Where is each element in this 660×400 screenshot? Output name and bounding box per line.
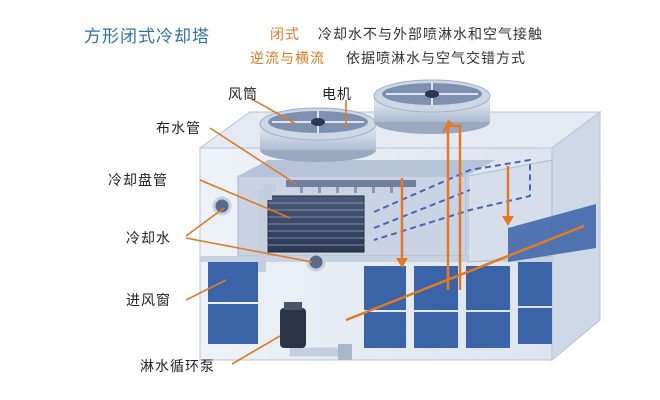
label-coil: 冷却盘管 [108, 173, 168, 189]
water-flow-arrows [345, 120, 585, 322]
air-inlet-louvers [208, 262, 552, 348]
label-motor: 电机 [322, 87, 352, 103]
closed-type-key: 闭式 [270, 27, 300, 43]
label-water-pipe: 布水管 [156, 121, 201, 137]
flow-type-key: 逆流与横流 [250, 51, 325, 67]
diagram-title: 方形闭式冷却塔 [84, 27, 210, 47]
fan-right [373, 79, 491, 134]
water-distribution-pipe [286, 180, 416, 193]
coil-pipes [212, 184, 326, 272]
cooling-coil [267, 195, 365, 253]
flow-type-desc: 依据喷淋水与空气交错方式 [346, 51, 526, 67]
leader-lines [185, 97, 347, 365]
label-air-inlet: 进风窗 [126, 293, 171, 309]
air-flow-dashed [373, 158, 531, 241]
spray-pump [280, 302, 352, 360]
fan-left [259, 107, 377, 162]
label-cooling-water: 冷却水 [126, 231, 171, 247]
label-fan-cylinder: 风筒 [228, 87, 258, 103]
label-spray-pump: 淋水循环泵 [140, 359, 215, 375]
closed-type-desc: 冷却水不与外部喷淋水和空气接触 [318, 27, 543, 43]
